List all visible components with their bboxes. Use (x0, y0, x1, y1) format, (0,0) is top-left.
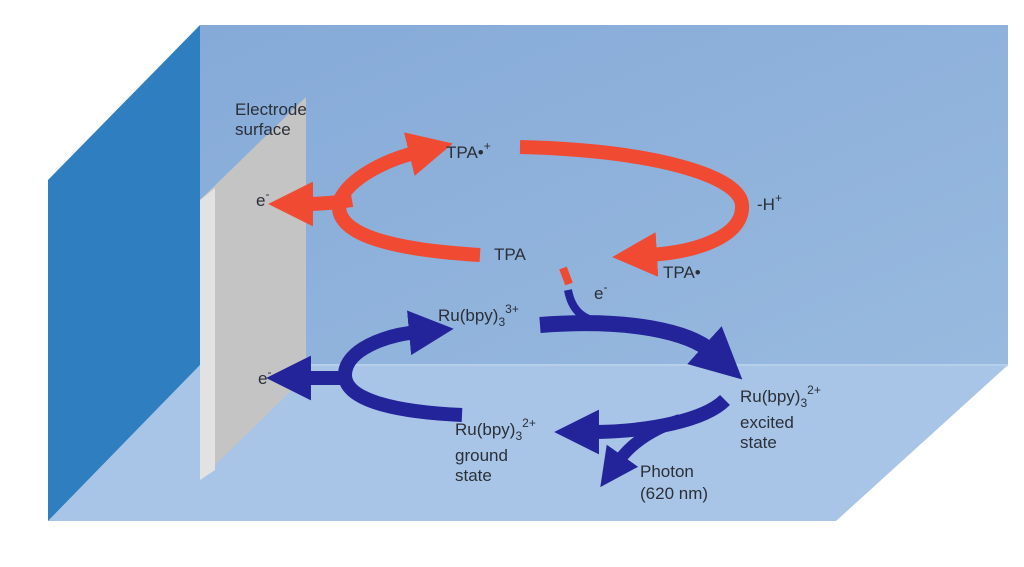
photon-arrow (600, 414, 682, 488)
electron-label-mid: e- (594, 280, 608, 303)
ru-cycle (266, 289, 743, 488)
deprotonation-arrow (519, 140, 749, 277)
tpa-radical-label: TPA• (663, 263, 701, 282)
ru2-ground-label: Ru(bpy)32+ ground state (455, 416, 536, 485)
ru2-excited-label: Ru(bpy)32+ excited state (740, 383, 821, 452)
red-stub (559, 266, 573, 286)
photon-label: Photon (620 nm) (640, 462, 709, 503)
tpa-label: TPA (494, 245, 526, 264)
excitation-arrow (539, 315, 743, 380)
tpa-cycle (268, 132, 749, 286)
deprotonation-label: -H+ (757, 191, 782, 214)
side-wall (48, 25, 200, 521)
electron-transfer-tail (564, 289, 601, 326)
electron-to-electrode-red-arrow (268, 181, 354, 227)
electrode-face (200, 188, 215, 480)
back-wall (200, 25, 1008, 365)
electrode-surface-label: Electrode surface (235, 100, 307, 139)
tpa-radical-cation-label: TPA•+ (446, 139, 491, 162)
electron-label-top: e- (256, 187, 270, 210)
ru3-label: Ru(bpy)33+ (438, 302, 519, 329)
floor (48, 365, 1008, 521)
electron-label-bottom: e- (258, 365, 272, 388)
